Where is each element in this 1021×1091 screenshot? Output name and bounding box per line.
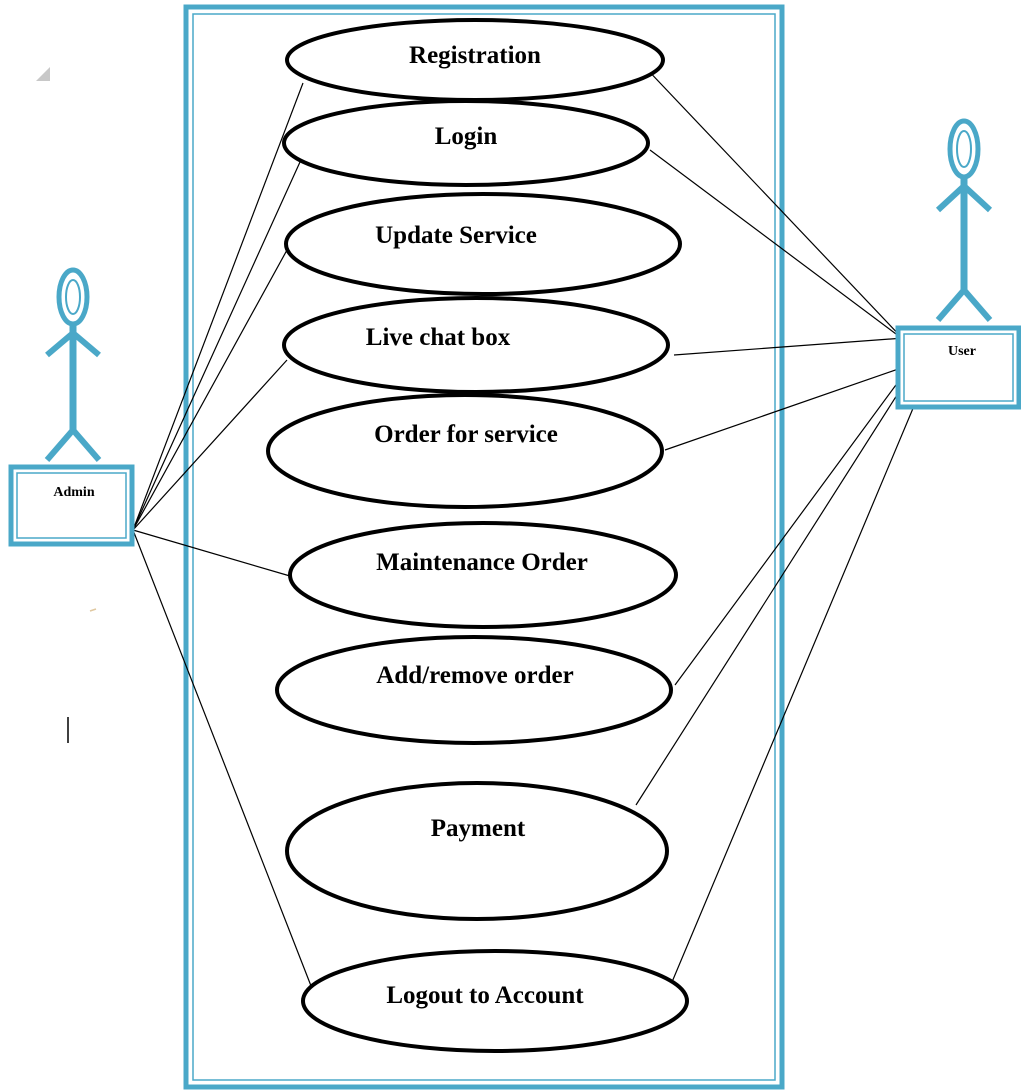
- association-admin-login: [132, 161, 301, 531]
- use-case-label: Update Service: [375, 222, 537, 249]
- association-user-logout-to-account: [671, 405, 915, 983]
- association-admin-maintenance-order: [132, 529, 291, 577]
- association-lines: [132, 64, 915, 992]
- use-case-label: Login: [435, 123, 498, 150]
- use-case-label: Registration: [409, 42, 541, 69]
- use-case-label: Maintenance Order: [376, 549, 588, 576]
- user-actor[interactable]: User: [895, 118, 1021, 410]
- use-case-logout-to-account[interactable]: Logout to Account: [301, 949, 689, 1053]
- page-marks: [36, 67, 97, 743]
- stick-figure-icon: [44, 267, 102, 462]
- association-user-order-for-service: [664, 366, 905, 451]
- admin-actor[interactable]: Admin: [8, 267, 135, 547]
- use-case-add-remove-order[interactable]: Add/remove order: [275, 635, 673, 745]
- association-user-login: [649, 149, 905, 341]
- user-label: User: [948, 344, 976, 359]
- use-case-login[interactable]: Login: [282, 99, 650, 187]
- use-case-label: Order for service: [374, 421, 558, 448]
- use-case-live-chat-box[interactable]: Live chat box: [282, 296, 670, 394]
- association-admin-registration: [132, 82, 304, 531]
- use-case-maintenance-order[interactable]: Maintenance Order: [288, 521, 678, 629]
- association-admin-live-chat-box: [132, 359, 288, 531]
- association-user-payment: [635, 383, 905, 806]
- association-admin-logout-to-account: [132, 529, 314, 992]
- use-case-order-for-service[interactable]: Order for service: [266, 393, 664, 509]
- association-user-registration: [642, 64, 905, 341]
- use-case-payment[interactable]: Payment: [285, 781, 669, 921]
- admin-label: Admin: [53, 485, 94, 500]
- use-case-label: Logout to Account: [386, 982, 584, 1009]
- use-case-label: Add/remove order: [376, 662, 573, 689]
- association-user-live-chat-box: [673, 337, 905, 356]
- use-case-update-service[interactable]: Update Service: [284, 192, 682, 296]
- stick-figure-icon: [935, 118, 993, 322]
- association-admin-update-service: [132, 249, 288, 531]
- use-case-label: Payment: [431, 815, 526, 842]
- association-user-add-remove-order: [674, 373, 905, 686]
- use-case-label: Live chat box: [366, 324, 511, 351]
- use-case-registration[interactable]: Registration: [285, 18, 665, 102]
